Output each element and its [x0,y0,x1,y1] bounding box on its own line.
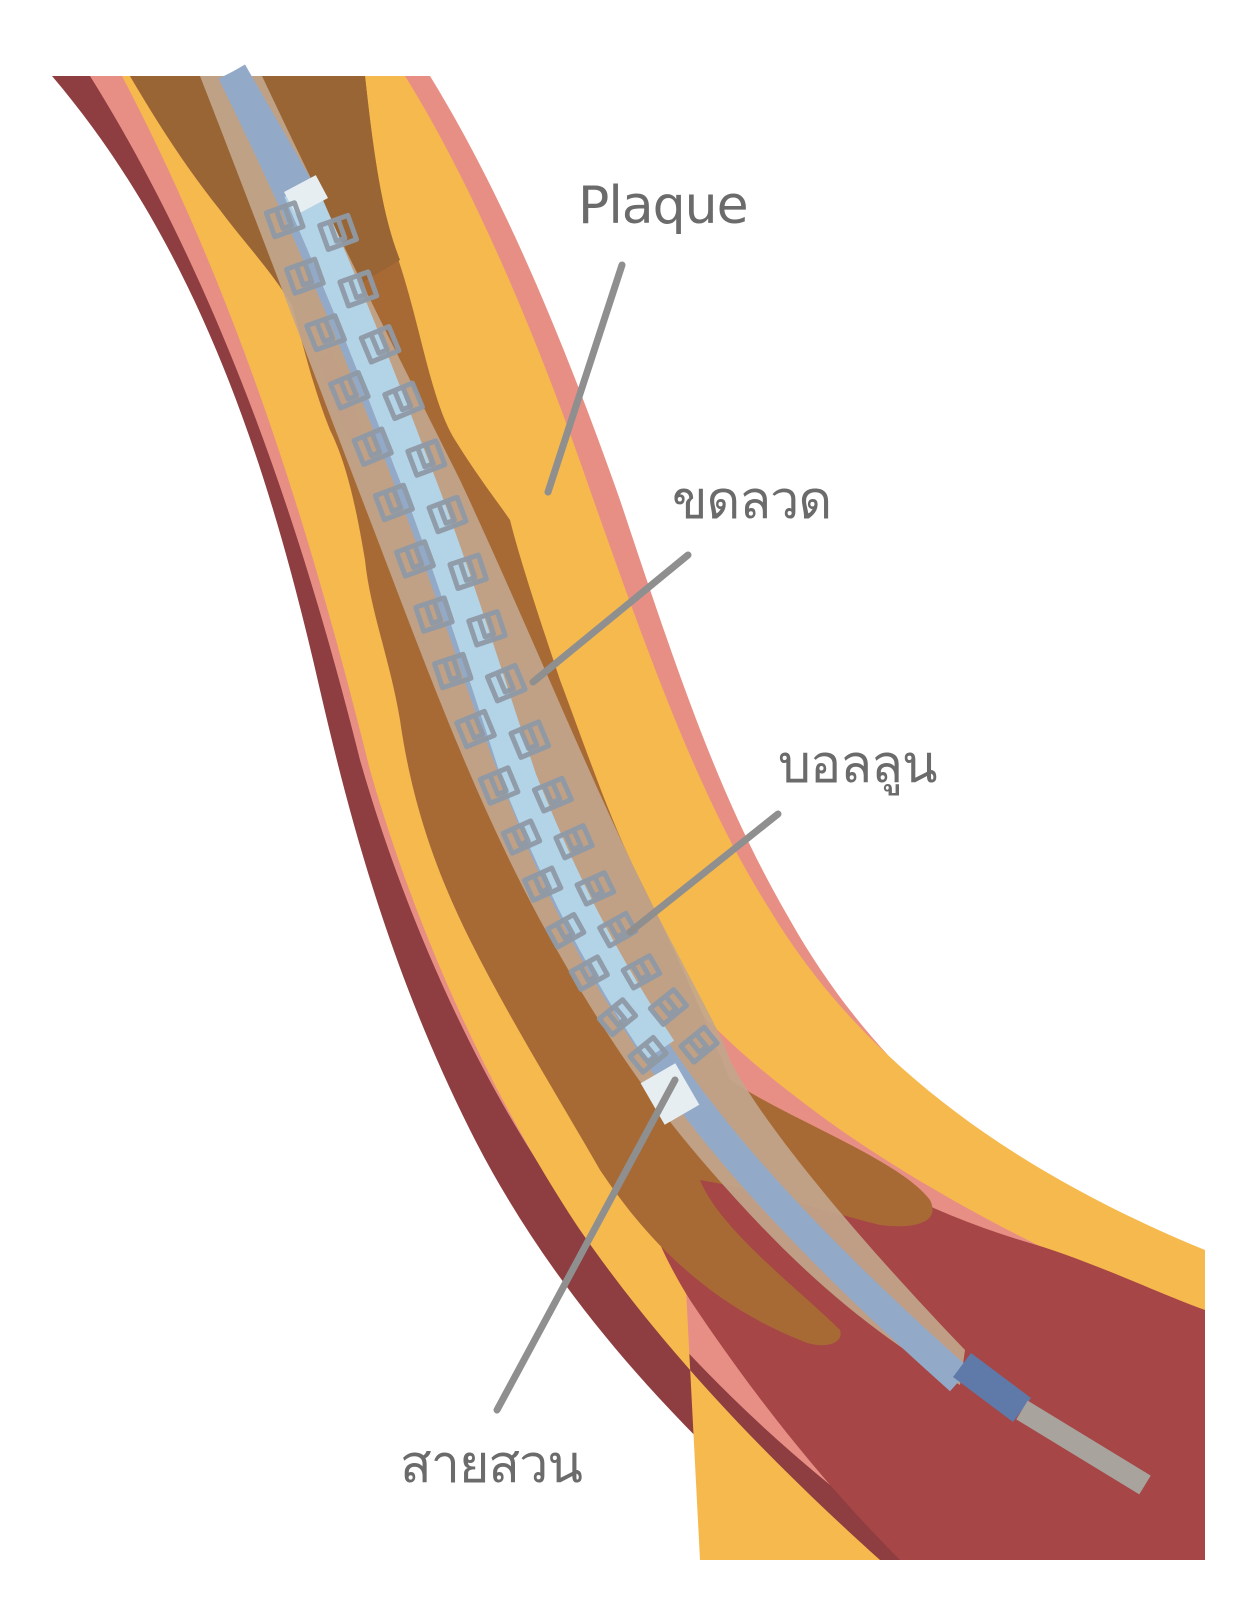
stent-cell [508,719,552,760]
catheter-collar [953,1353,1031,1422]
stent-strut [293,261,315,288]
stent-strut [476,614,497,640]
stent-strut [457,557,478,583]
label-plaque: Plaque [578,176,749,236]
stent-strut [563,828,584,853]
stent-strut [314,318,336,344]
stent-strut [382,487,404,514]
catheter-tip-top [219,64,313,198]
stent-strut [656,994,679,1018]
stent-strut [347,274,368,301]
leader-line-catheter [493,1076,679,1414]
stent-strut [368,329,390,356]
stent-strut [541,781,563,806]
stent-cell [337,269,380,309]
stent-strut [442,656,462,683]
stent-cell [432,651,474,691]
stent-strut [327,218,348,244]
stent-strut [273,205,294,231]
stent-strut [337,375,360,402]
stent-strut [494,668,516,695]
stent-strut [361,432,383,459]
leader-line-balloon [626,810,782,936]
stent-strut [510,824,531,848]
stent-cell [484,662,528,704]
stent-strut [554,918,576,941]
stent-strut [578,960,599,984]
stent-cell [545,911,587,950]
stent-strut [584,875,605,899]
stent-strut [415,443,436,470]
leader-line-plaque [544,261,626,496]
stent-cell [405,438,448,478]
stent-strut [531,871,552,895]
label-catheter: สายสวน [400,1435,583,1495]
stent-cell [304,313,348,353]
stent-strut [464,714,486,741]
stent-strut [423,600,444,626]
stent-cell [521,865,564,903]
stent-strut [605,1004,628,1028]
label-stent: ขดลวด [672,471,832,531]
stent-strut [436,500,457,526]
stent-strut [518,724,540,752]
stent-cell [372,482,415,523]
stent-strut [630,959,651,982]
guidewire [1016,1400,1151,1495]
stent-cell [568,954,610,992]
stent-strut [487,770,509,797]
stent-strut [606,917,628,940]
stent-strut [403,544,425,571]
stent-strut [636,1042,658,1065]
stent-strut [687,1032,709,1055]
stent-strut [392,386,414,413]
stent-cell [263,200,306,240]
label-balloon: บอลลูน [778,735,938,795]
leader-line-stent [529,551,692,686]
stent-cell [647,987,690,1027]
stent-mesh [263,200,720,1075]
stent-cell [426,494,469,535]
